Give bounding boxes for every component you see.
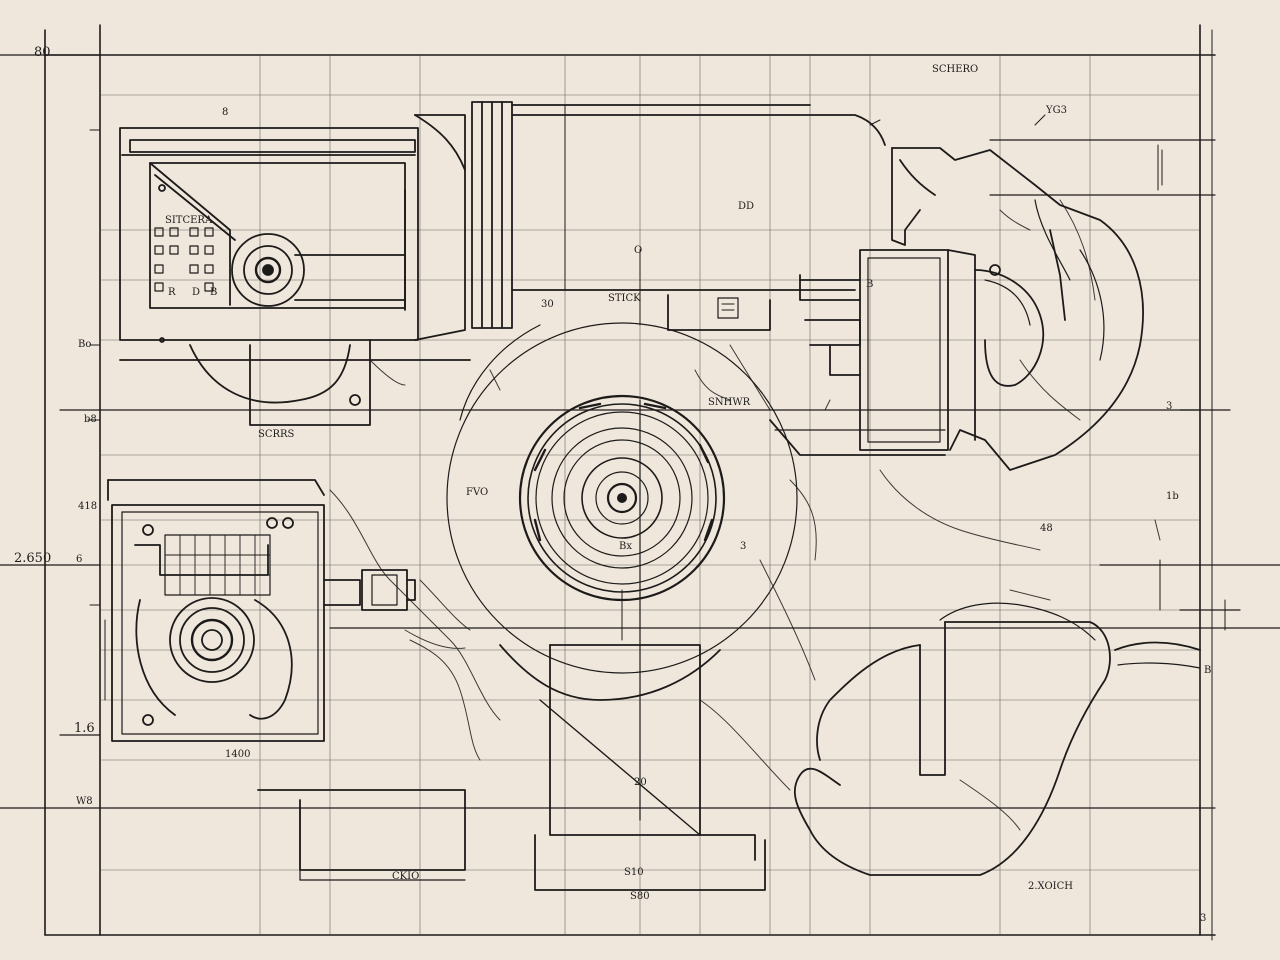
pedestal-base [499, 644, 766, 891]
label-center-top-d: DD [738, 201, 755, 212]
label-left-mid-dim: 8 [222, 107, 229, 118]
label-far-right-3: 3 [1200, 913, 1207, 924]
label-top-right-dim: YG3 [1046, 105, 1067, 116]
label-right-1b: 1b [1166, 491, 1179, 502]
label-left-2650: 2.650 [14, 551, 52, 566]
label-bottom-right: 2.XOICH [1028, 881, 1074, 892]
label-center-stick: STICK [608, 293, 641, 304]
label-bottom-ckio: CKIO [392, 871, 420, 882]
label-side-left-6: 6 [76, 554, 83, 565]
camera-body-top-left [119, 114, 471, 426]
label-panel-b: B [210, 287, 218, 298]
drawing-frame [44, 24, 1216, 941]
label-center-top-o: O [634, 245, 643, 256]
tick-marks [87, 114, 1226, 631]
label-panel-d: D [192, 287, 201, 298]
label-mid: SNHWR [708, 397, 751, 408]
label-left-18: 1.6 [74, 721, 95, 736]
label-center-30: 30 [541, 299, 554, 310]
label-left-cb: b8 [84, 414, 97, 425]
label-lens-caption: SCRRS [258, 429, 295, 440]
label-ring-bx: Bx [619, 541, 632, 552]
bottom-left-block [257, 789, 466, 881]
label-right-b: B [866, 279, 874, 290]
central-lens-assembly [446, 322, 798, 821]
label-bottom-s80: S80 [630, 891, 650, 902]
label-right-48: 48 [1040, 523, 1053, 534]
label-ring-3: 3 [740, 541, 747, 552]
label-bottom-20: 20 [634, 777, 647, 788]
label-ring-fvo: FVO [466, 487, 489, 498]
bracket-bottom-right [793, 602, 1201, 876]
label-left-b: Bo [78, 339, 92, 350]
contour-lines [329, 199, 1161, 831]
label-right-3: 3 [1166, 401, 1173, 412]
label-panel-r: R [168, 287, 176, 298]
label-top-left-dim: 80 [34, 45, 51, 60]
label-panel-title: SITCERA [165, 215, 213, 226]
housing-right [769, 144, 1163, 471]
label-bottom-1400: 1400 [225, 749, 251, 760]
label-left-bottom: W8 [76, 796, 93, 807]
grid-lines [99, 54, 1201, 936]
label-left-418: 418 [78, 501, 98, 512]
label-far-right-b: B [1204, 665, 1212, 676]
label-top-right-title: SCHERO [932, 64, 979, 75]
rail-assembly [471, 101, 886, 331]
camera-body-bottom-left [104, 479, 416, 742]
label-bottom-s10: S10 [624, 867, 644, 878]
